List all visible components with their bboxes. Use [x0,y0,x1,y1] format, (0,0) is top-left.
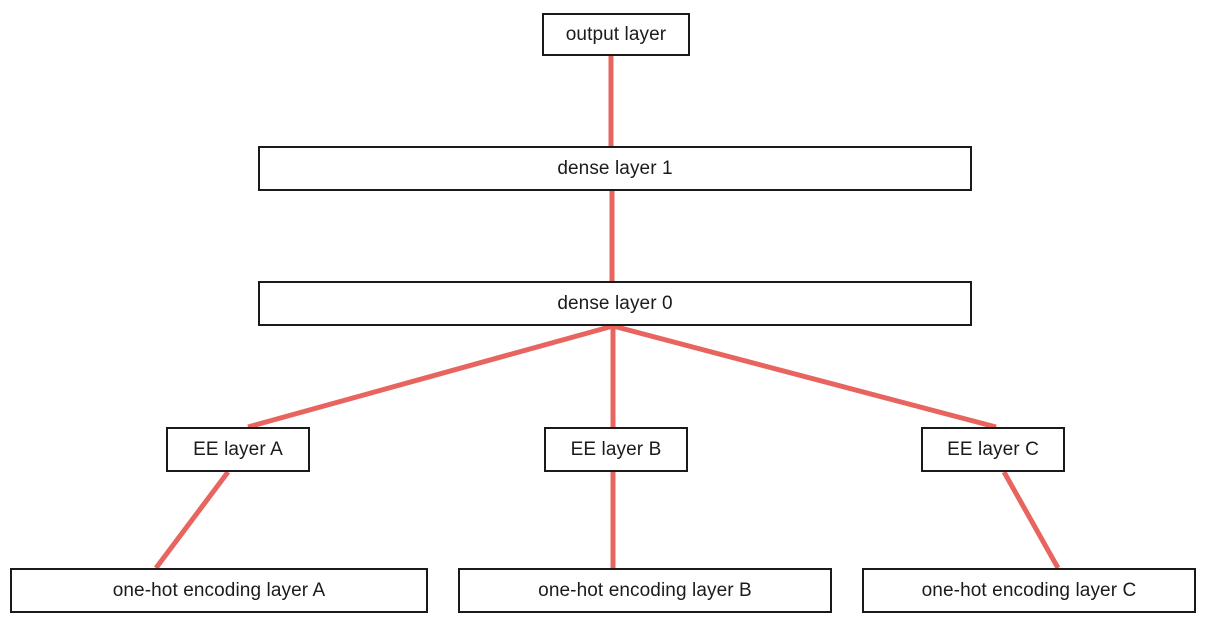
node-label-ee-layer-c: EE layer C [947,439,1039,460]
node-ee-layer-b[interactable]: EE layer B [544,427,688,472]
node-label-ee-layer-b: EE layer B [570,439,662,460]
node-label-dense-layer-1: dense layer 1 [557,158,673,179]
edge-onehot-c-to-ee-c [1001,470,1061,570]
node-dense-layer-1[interactable]: dense layer 1 [258,146,972,191]
node-label-output-layer: output layer [565,24,667,45]
node-ee-layer-a[interactable]: EE layer A [166,427,310,472]
node-label-one-hot-encoding-layer-b: one-hot encoding layer B [538,580,752,601]
edge-ee-c-to-dense0 [612,323,997,430]
node-label-ee-layer-a: EE layer A [193,439,283,460]
edge-ee-a-to-dense0 [247,323,614,430]
node-label-one-hot-encoding-layer-c: one-hot encoding layer C [921,580,1137,601]
node-one-hot-encoding-layer-c[interactable]: one-hot encoding layer C [862,568,1196,613]
node-one-hot-encoding-layer-a[interactable]: one-hot encoding layer A [10,568,428,613]
node-output-layer[interactable]: output layer [542,13,690,56]
edge-onehot-a-to-ee-a [154,470,230,570]
node-dense-layer-0[interactable]: dense layer 0 [258,281,972,326]
node-ee-layer-c[interactable]: EE layer C [921,427,1065,472]
node-label-one-hot-encoding-layer-a: one-hot encoding layer A [112,580,326,601]
node-one-hot-encoding-layer-b[interactable]: one-hot encoding layer B [458,568,832,613]
node-label-dense-layer-0: dense layer 0 [557,293,673,314]
